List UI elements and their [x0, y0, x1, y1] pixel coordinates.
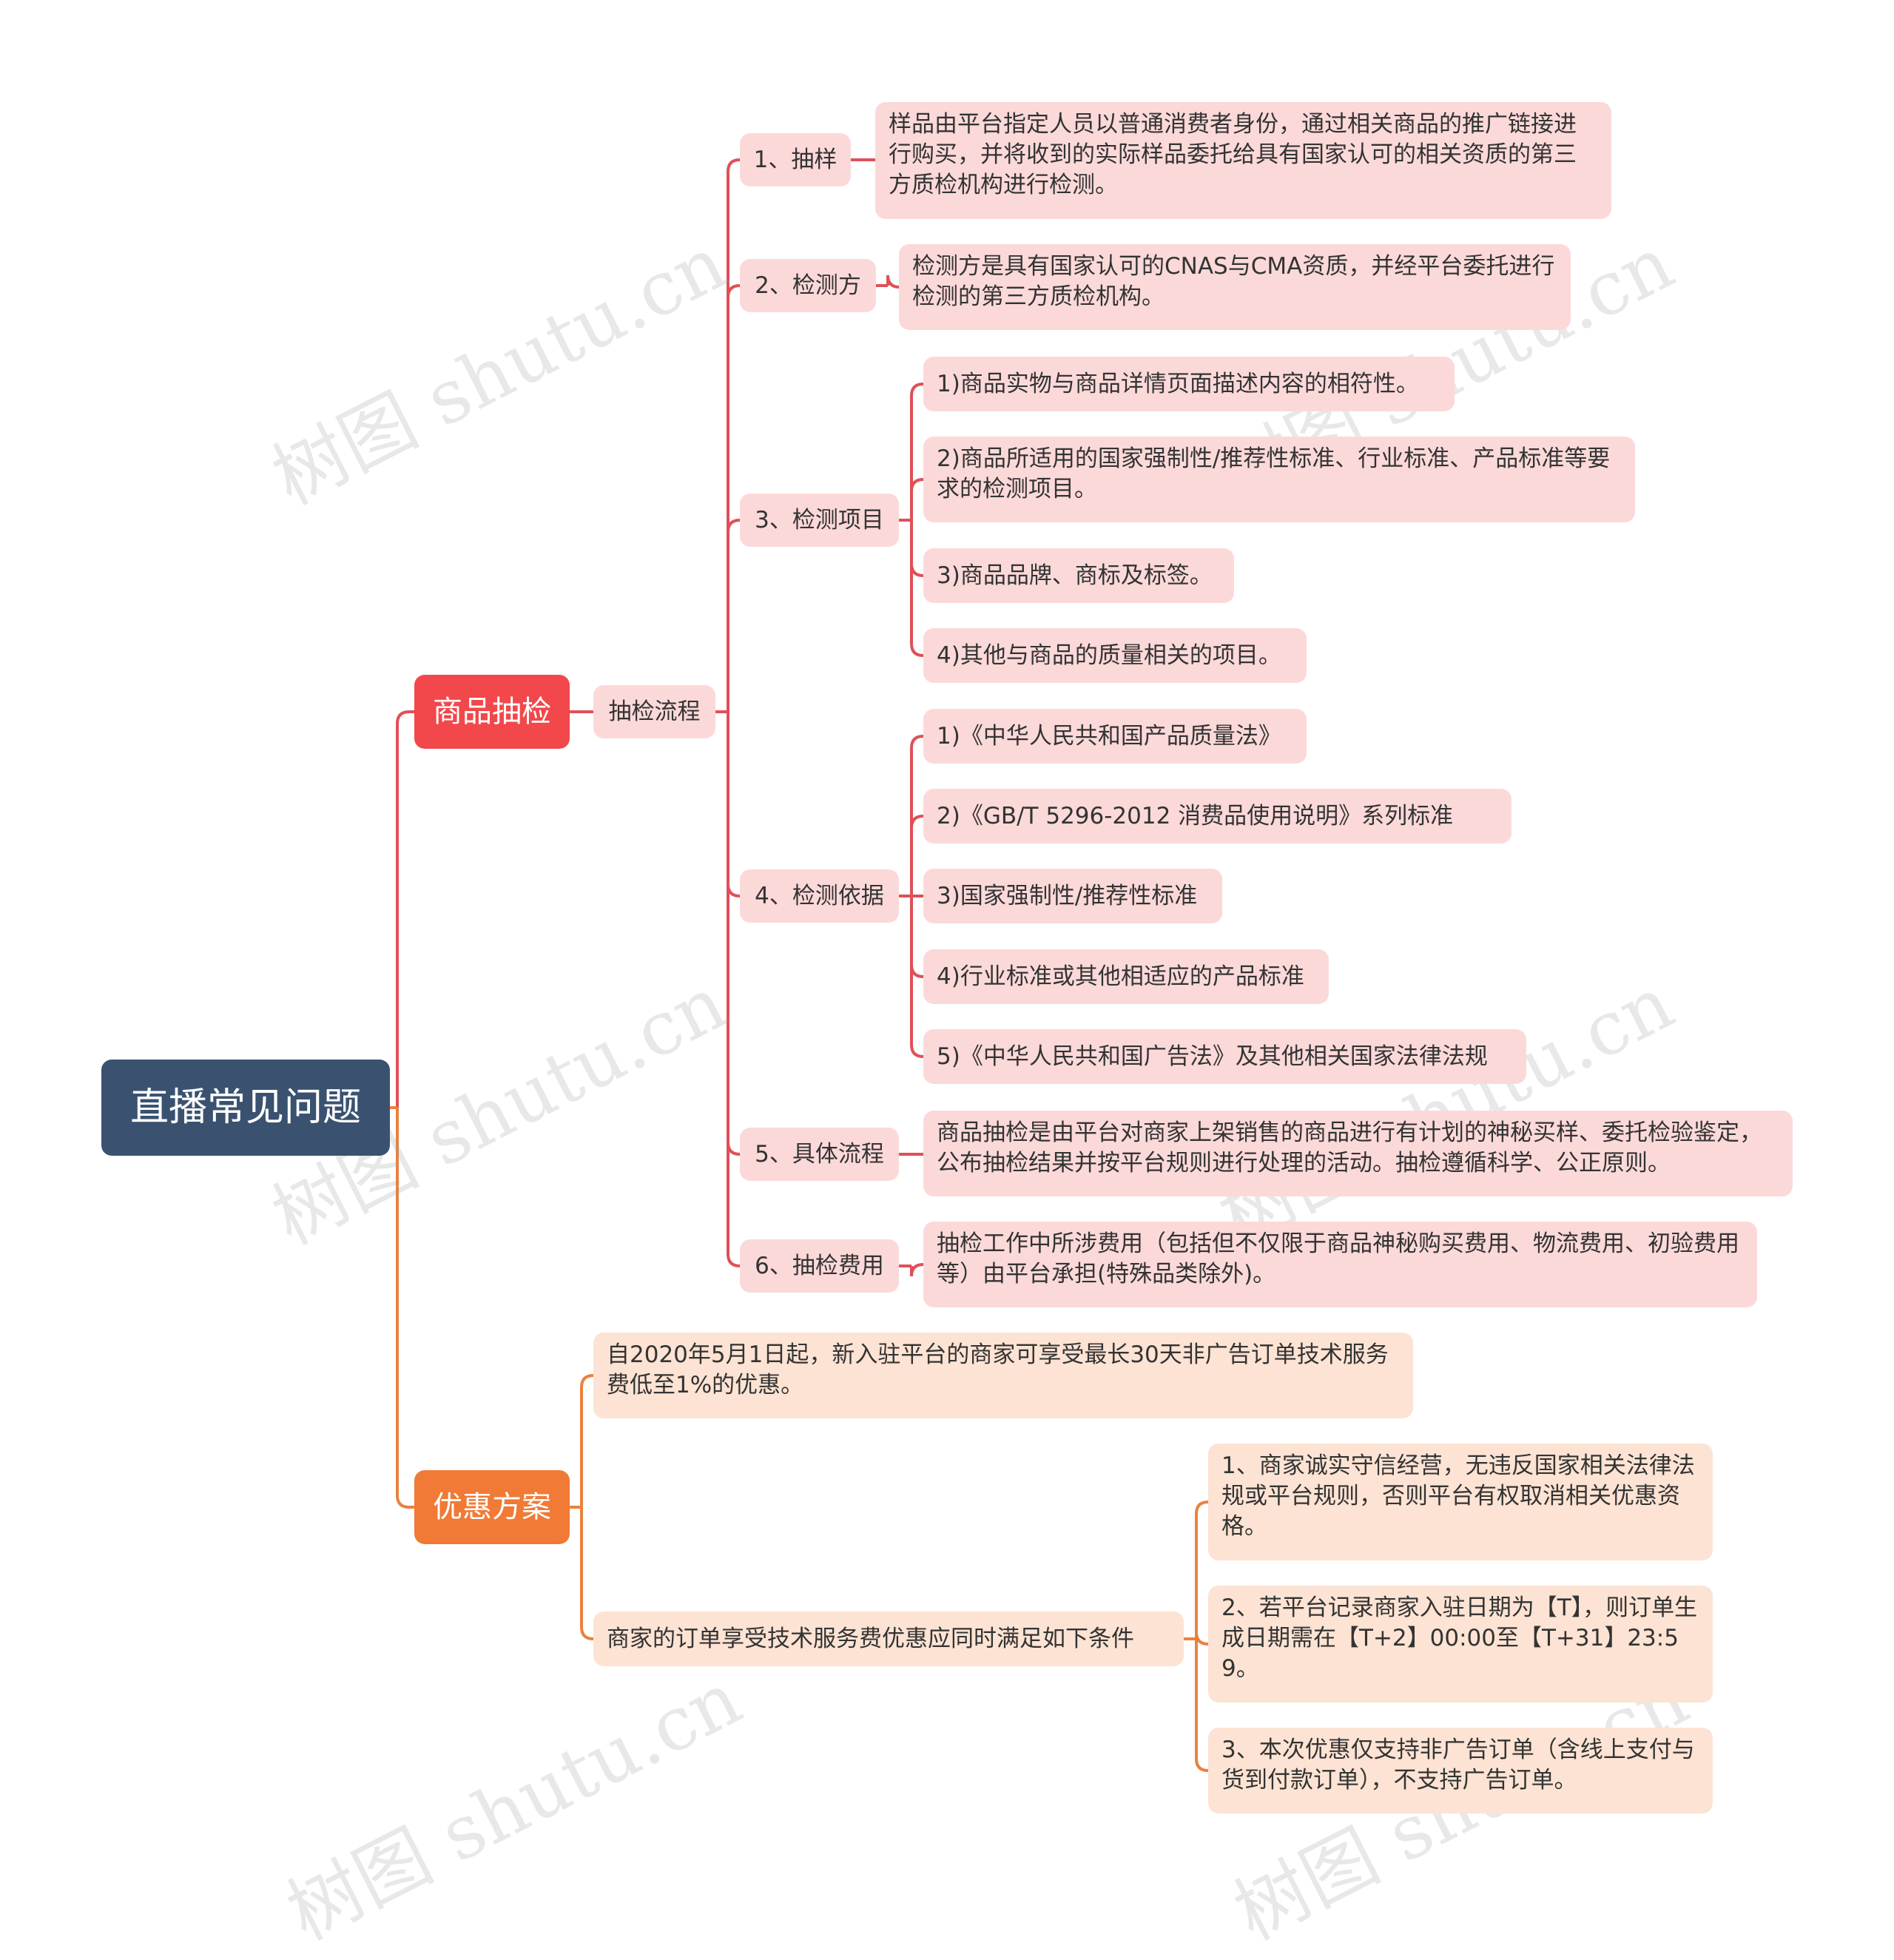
basis-edge — [910, 896, 924, 1058]
root-red-edge — [396, 710, 414, 1108]
detail-basis-2[interactable]: 2)《GB/T 5296-2012 消费品使用说明》系列标准 — [923, 789, 1512, 843]
detail-sampling[interactable]: 样品由平台指定人员以普通消费者身份，通过相关商品的推广链接进行购买，并将收到的实… — [875, 102, 1611, 219]
process-node[interactable]: 抽检流程 — [593, 685, 715, 738]
step-inspector[interactable]: 2、检测方 — [740, 259, 876, 312]
cost-edge — [910, 1263, 924, 1277]
items-edge — [910, 478, 924, 520]
basis-edge — [910, 815, 924, 896]
process-edge — [727, 712, 741, 1156]
detail-basis-1[interactable]: 1)《中华人民共和国产品质量法》 — [923, 709, 1307, 764]
root-orange-edge — [396, 1108, 414, 1509]
detail-items-2[interactable]: 2)商品所适用的国家强制性/推荐性标准、行业标准、产品标准等要求的检测项目。 — [923, 437, 1635, 522]
step-sampling[interactable]: 1、抽样 — [740, 133, 851, 186]
step-basis[interactable]: 4、检测依据 — [740, 869, 899, 923]
inspector-edge — [886, 275, 900, 289]
discount-conditions[interactable]: 商家的订单享受技术服务费优惠应同时满足如下条件 — [593, 1612, 1184, 1666]
process-edge — [727, 158, 741, 712]
connector-lines — [390, 158, 1209, 1772]
detail-basis-5[interactable]: 5)《中华人民共和国广告法》及其他相关国家法律法规 — [923, 1029, 1526, 1084]
root-node[interactable]: 直播常见问题 — [101, 1060, 390, 1156]
basis-edge — [910, 896, 924, 978]
condition-2[interactable]: 2、若平台记录商家入驻日期为【T】，则订单生成日期需在【T+2】00:00至【T… — [1208, 1586, 1713, 1703]
conditions-edge — [1195, 1639, 1209, 1772]
detail-cost[interactable]: 抽检工作中所涉费用（包括但不仅限于商品神秘购买费用、物流费用、初验费用等）由平台… — [923, 1222, 1757, 1307]
basis-edge — [910, 735, 924, 896]
detail-items-4[interactable]: 4)其他与商品的质量相关的项目。 — [923, 628, 1307, 683]
process-edge — [727, 712, 741, 898]
process-edge — [727, 712, 741, 1267]
step-flow[interactable]: 5、具体流程 — [740, 1128, 899, 1181]
step-cost[interactable]: 6、抽检费用 — [740, 1239, 899, 1293]
detail-basis-4[interactable]: 4)行业标准或其他相适应的产品标准 — [923, 949, 1329, 1004]
detail-inspector[interactable]: 检测方是具有国家认可的CNAS与CMA资质，并经平台委托进行检测的第三方质检机构… — [899, 244, 1571, 330]
items-edge — [910, 520, 924, 657]
discount-edge — [580, 1507, 594, 1640]
discount-intro[interactable]: 自2020年5月1日起，新入驻平台的商家可享受最长30天非广告订单技术服务费低至… — [593, 1333, 1413, 1418]
detail-flow[interactable]: 商品抽检是由平台对商家上架销售的商品进行有计划的神秘买样、委托检验鉴定，公布抽检… — [923, 1111, 1793, 1196]
conditions-edge — [1195, 1631, 1209, 1646]
branch-inspection[interactable]: 商品抽检 — [414, 675, 570, 749]
step-items[interactable]: 3、检测项目 — [740, 494, 899, 547]
process-edge — [727, 284, 741, 712]
process-edge — [727, 519, 741, 712]
condition-1[interactable]: 1、商家诚实守信经营，无违反国家相关法律法规或平台规则，否则平台有权取消相关优惠… — [1208, 1444, 1713, 1560]
items-edge — [910, 520, 924, 577]
conditions-edge — [1195, 1501, 1209, 1639]
condition-3[interactable]: 3、本次优惠仅支持非广告订单（含线上支付与货到付款订单），不支持广告订单。 — [1208, 1728, 1713, 1813]
detail-basis-3[interactable]: 3)国家强制性/推荐性标准 — [923, 869, 1222, 923]
branch-discount[interactable]: 优惠方案 — [414, 1470, 570, 1544]
items-edge — [910, 383, 924, 520]
discount-edge — [580, 1374, 594, 1507]
detail-items-1[interactable]: 1)商品实物与商品详情页面描述内容的相符性。 — [923, 357, 1455, 411]
detail-items-3[interactable]: 3)商品品牌、商标及标签。 — [923, 548, 1234, 603]
